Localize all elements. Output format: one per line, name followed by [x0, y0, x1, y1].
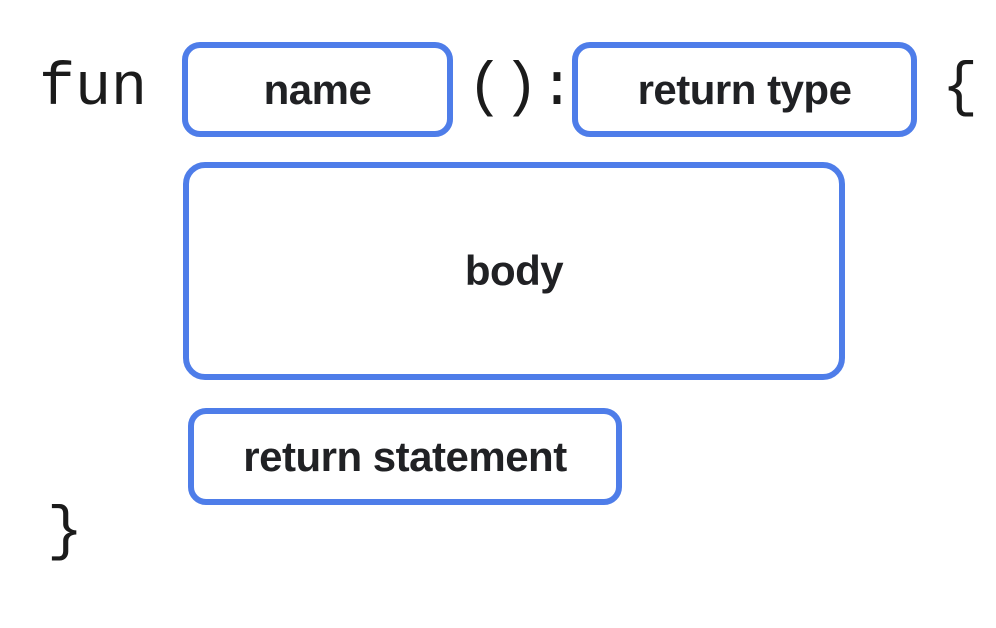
- close-brace-token: }: [47, 499, 84, 567]
- body-slot-label: body: [464, 247, 564, 294]
- fun-keyword-token: fun: [39, 55, 148, 123]
- open-brace-token: {: [942, 55, 979, 123]
- body-slot-box: body: [183, 162, 845, 380]
- colon-token: :: [539, 55, 576, 123]
- parentheses-token: (): [467, 55, 540, 123]
- name-slot-label: name: [263, 65, 372, 113]
- name-slot-box: name: [182, 42, 453, 137]
- return-type-slot-box: return type: [572, 42, 917, 137]
- return-statement-slot-box: return statement: [188, 408, 622, 505]
- return-type-slot-label: return type: [637, 65, 852, 113]
- return-statement-slot-label: return statement: [243, 432, 567, 480]
